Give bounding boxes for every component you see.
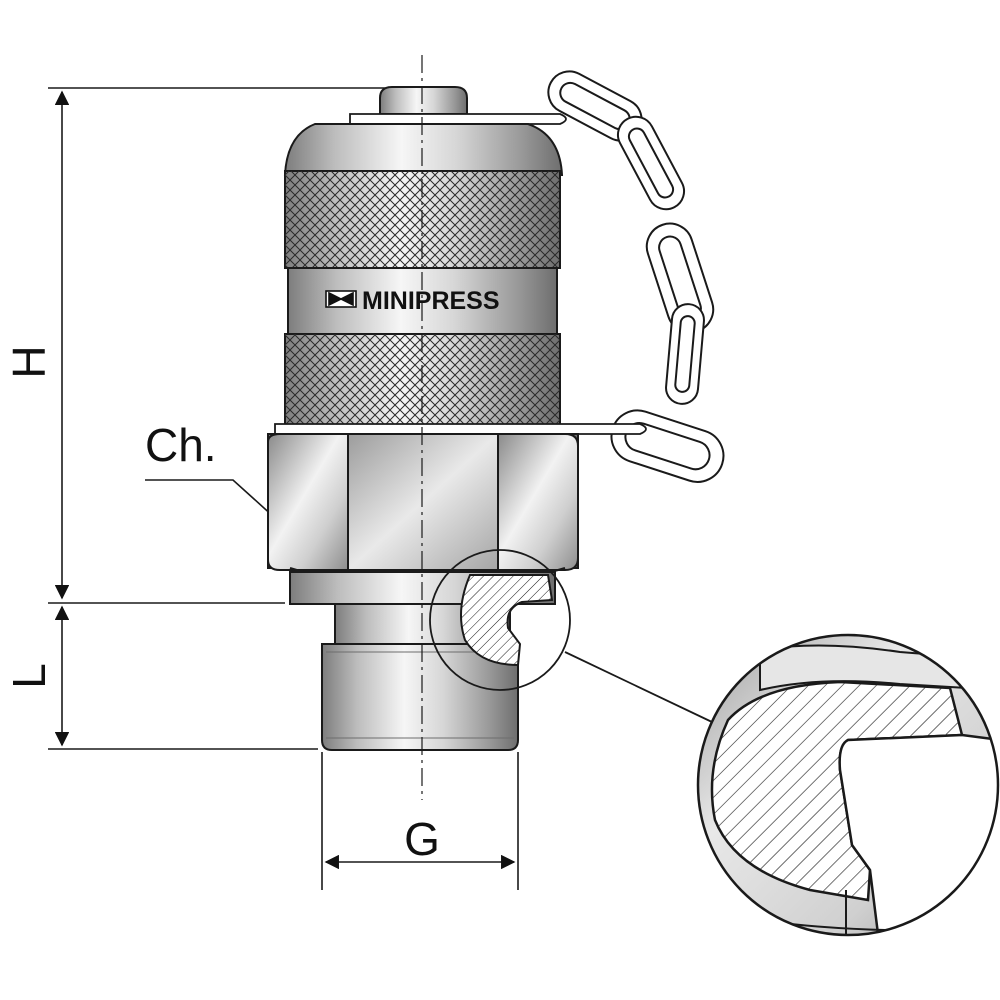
label-g: G bbox=[404, 813, 440, 865]
brand-name: MINIPRESS bbox=[362, 287, 500, 315]
detail-leader bbox=[564, 651, 713, 723]
threaded-stem bbox=[321, 643, 519, 751]
cap-dome bbox=[283, 123, 564, 176]
detail-zoom-view bbox=[696, 633, 1000, 937]
chain-link bbox=[616, 115, 686, 211]
chain-strap-bottom bbox=[274, 423, 647, 435]
chain-strap-top bbox=[349, 113, 567, 125]
dimension-lines bbox=[48, 87, 519, 890]
chain-link bbox=[610, 409, 725, 483]
chain-link bbox=[665, 303, 705, 405]
cap-button bbox=[379, 86, 468, 115]
detail-marker-circle bbox=[429, 549, 571, 691]
brand-logo-icon bbox=[325, 290, 357, 308]
label-h: H bbox=[3, 345, 55, 378]
label-ch: Ch. bbox=[145, 419, 217, 471]
hex-nut bbox=[267, 433, 579, 577]
label-l: L bbox=[3, 663, 55, 689]
seal-cutaway-section bbox=[460, 574, 554, 667]
